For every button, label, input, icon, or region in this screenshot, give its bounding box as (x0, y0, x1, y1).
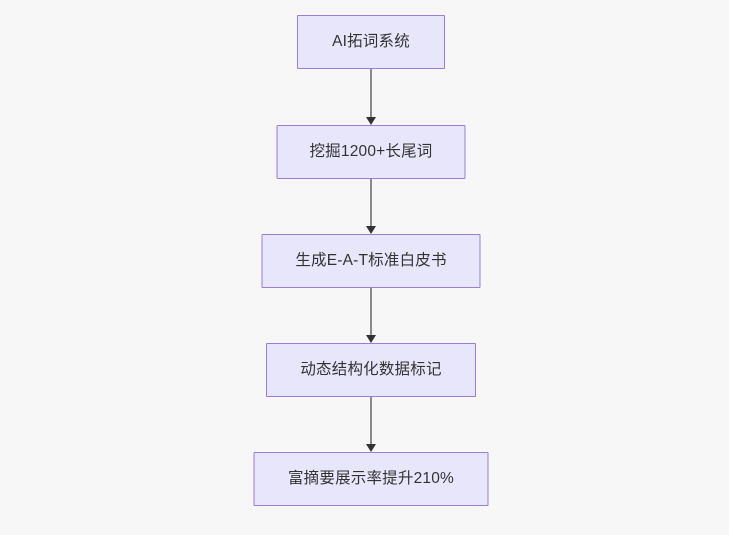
flowchart-node-generate-eat-whitepaper[interactable]: 生成E-A-T标准白皮书 (261, 234, 481, 288)
flowchart-node-mine-longtail-keywords[interactable]: 挖掘1200+长尾词 (276, 125, 466, 179)
flowchart-node-label: 动态结构化数据标记 (300, 361, 442, 379)
flowchart-node-label: AI拓词系统 (332, 33, 410, 51)
flowchart-node-label: 挖掘1200+长尾词 (309, 143, 433, 161)
flowchart-edge-n0-n1 (365, 69, 377, 125)
flowchart-node-ai-keyword-system[interactable]: AI拓词系统 (297, 15, 445, 69)
flowchart-edge-n1-n2 (365, 179, 377, 234)
edge-line (370, 179, 372, 226)
arrow-down-icon (366, 117, 376, 125)
arrow-down-icon (366, 226, 376, 234)
flowchart-edge-n2-n3 (365, 288, 377, 343)
flowchart-node-label: 富摘要展示率提升210% (287, 470, 455, 488)
flowchart-node-rich-snippet-impression-lift[interactable]: 富摘要展示率提升210% (253, 452, 489, 506)
flowchart-node-label: 生成E-A-T标准白皮书 (295, 252, 447, 270)
arrow-down-icon (366, 444, 376, 452)
edge-line (370, 397, 372, 444)
flowchart-node-dynamic-structured-data-markup[interactable]: 动态结构化数据标记 (266, 343, 476, 397)
flowchart-edge-n3-n4 (365, 397, 377, 452)
edge-line (370, 69, 372, 117)
edge-line (370, 288, 372, 335)
arrow-down-icon (366, 335, 376, 343)
